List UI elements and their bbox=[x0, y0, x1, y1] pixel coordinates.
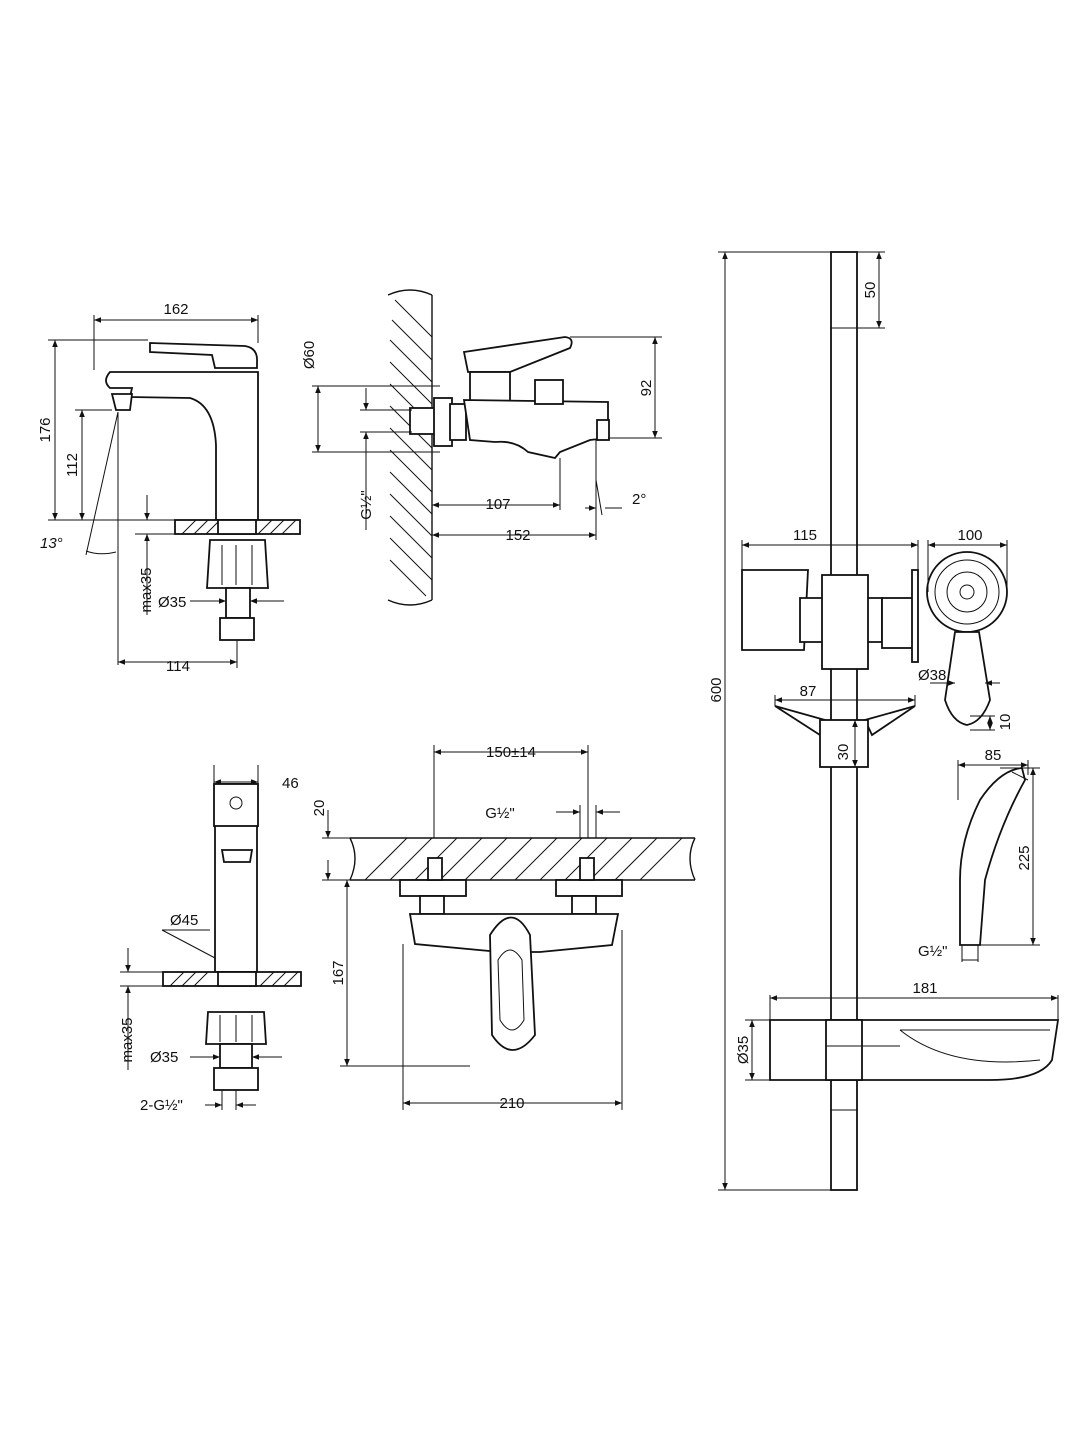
shower-rail-drawing: 600 50 115 100 Ø38 10 87 30 85 bbox=[708, 251, 1060, 1191]
shower-centres-label: 150±14 bbox=[486, 744, 536, 761]
handshower-length-label: 225 bbox=[1016, 845, 1033, 870]
shower-width-label: 210 bbox=[499, 1095, 524, 1112]
basin-spout-height-label: 112 bbox=[64, 453, 81, 477]
handle-diameter-label: Ø38 bbox=[918, 667, 946, 684]
basin-mixer-drawing: 162 176 112 13° max35 Ø35 114 bbox=[37, 301, 301, 675]
bath-height-label: 92 bbox=[638, 380, 655, 397]
bath-thread-label: G½" bbox=[358, 490, 375, 520]
basin-deck-label: max35 bbox=[138, 567, 155, 612]
rail-diameter-label: Ø35 bbox=[735, 1036, 752, 1064]
bath-mixer-drawing: Ø60 G½" 92 107 152 2° bbox=[301, 289, 662, 606]
shower-height-label: 167 bbox=[330, 960, 347, 985]
rail-length-label: 600 bbox=[708, 677, 725, 702]
pillar-tap-drawing: 46 Ø45 max35 Ø35 2-G½" bbox=[119, 765, 302, 1114]
pillar-connections-label: 2-G½" bbox=[140, 1097, 183, 1114]
basin-angle-label: 13° bbox=[40, 535, 63, 552]
bath-projection-body-label: 107 bbox=[485, 496, 510, 513]
bath-projection-total-label: 152 bbox=[505, 527, 530, 544]
handle-end-label: 10 bbox=[997, 714, 1014, 731]
holder-width-label: 115 bbox=[793, 527, 817, 544]
basin-reach-label: 114 bbox=[166, 658, 190, 675]
pillar-width-label: 46 bbox=[282, 775, 299, 792]
bath-escutcheon-label: Ø60 bbox=[301, 341, 318, 369]
clamp-height-label: 30 bbox=[835, 744, 852, 761]
basin-hole-label: Ø35 bbox=[158, 594, 186, 611]
handshower-thread-label: G½" bbox=[918, 943, 948, 960]
pillar-body-diameter-label: Ø45 bbox=[170, 912, 198, 929]
pillar-hole-label: Ø35 bbox=[150, 1049, 178, 1066]
shower-offset-label: 20 bbox=[311, 800, 328, 817]
clamp-width-label: 87 bbox=[800, 683, 817, 700]
basin-height-label: 176 bbox=[37, 417, 54, 442]
shower-mixer-drawing: 150±14 G½" 20 167 210 bbox=[311, 744, 696, 1112]
shower-thread-label: G½" bbox=[485, 805, 515, 822]
handshower-width-label: 85 bbox=[985, 747, 1002, 764]
bath-angle-label: 2° bbox=[632, 491, 646, 508]
basin-width-label: 162 bbox=[163, 301, 188, 318]
pillar-deck-label: max35 bbox=[119, 1017, 136, 1062]
soap-dish-width-label: 181 bbox=[912, 980, 937, 997]
head-diameter-label: 100 bbox=[957, 527, 982, 544]
rail-top-cap-label: 50 bbox=[862, 282, 879, 299]
